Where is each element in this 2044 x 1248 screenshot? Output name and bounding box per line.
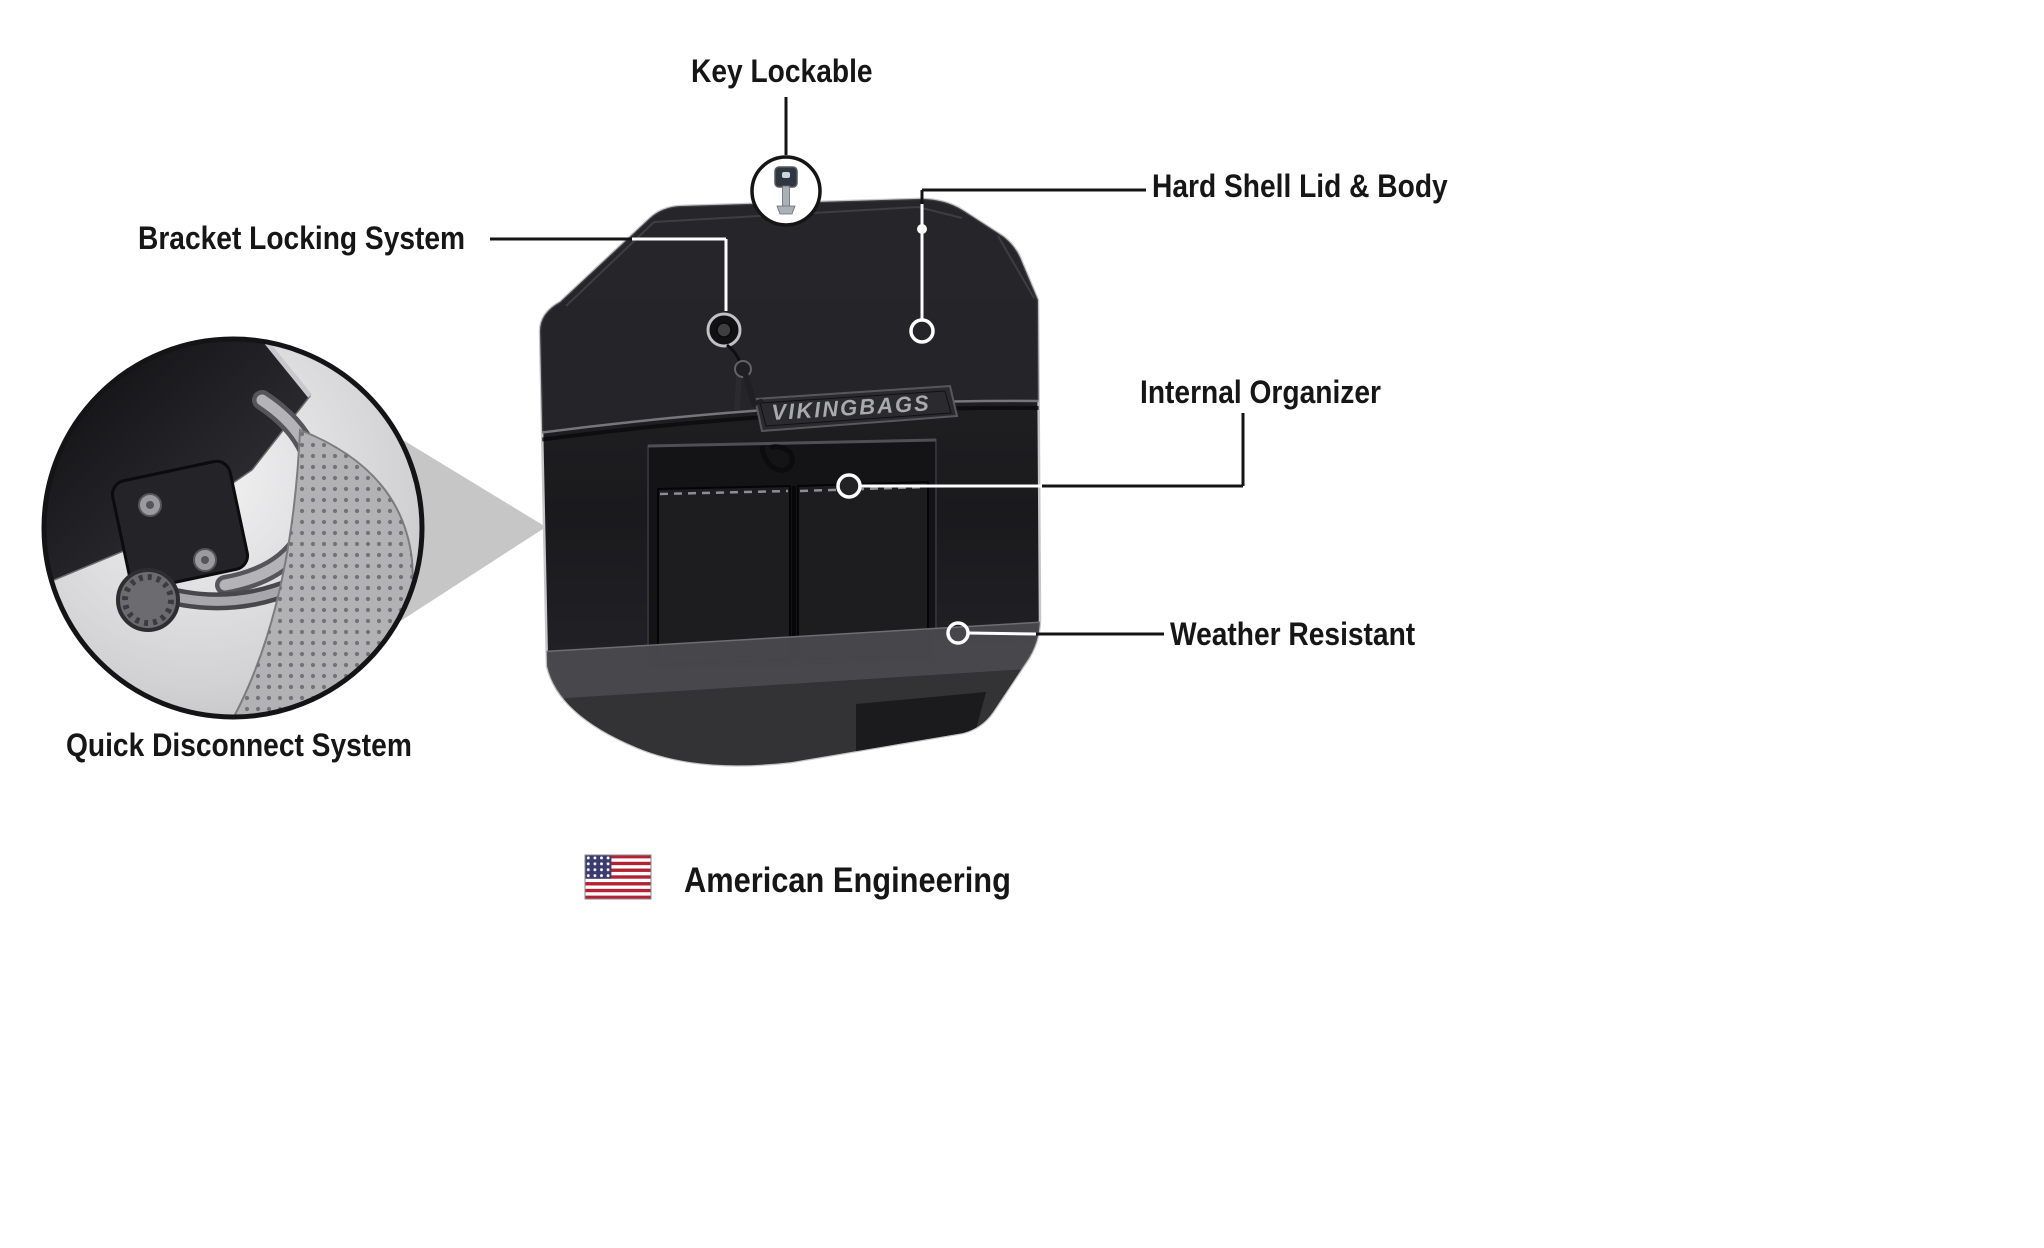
weather-resistant-label: Weather Resistant bbox=[1170, 616, 1416, 652]
drawcord bbox=[759, 444, 795, 473]
internal-organizer-pockets bbox=[647, 438, 937, 672]
hard-shell-dot-marker bbox=[917, 224, 927, 234]
quick-disconnect-label: Quick Disconnect System bbox=[66, 727, 412, 763]
american-engineering-label: American Engineering bbox=[684, 861, 1011, 900]
callout-line-weather-resistant-on-case bbox=[968, 631, 1037, 636]
hard-shell-label: Hard Shell Lid & Body bbox=[1152, 168, 1448, 204]
weather-resistant-marker bbox=[946, 621, 970, 645]
internal-organizer-label: Internal Organizer bbox=[1140, 374, 1381, 410]
us-flag-icon bbox=[584, 854, 652, 900]
callout-markers bbox=[836, 224, 970, 645]
bracket-locking-label: Bracket Locking System bbox=[138, 220, 466, 256]
quick-disconnect-inset bbox=[41, 336, 425, 720]
key-lockable-label: Key Lockable bbox=[691, 53, 873, 89]
brand-plate: VIKINGBAGS bbox=[753, 384, 959, 433]
product-case: VIKINGBAGS bbox=[538, 197, 1042, 767]
callout-lines-light bbox=[632, 204, 1042, 636]
hard-shell-ring-marker bbox=[909, 318, 935, 344]
key-icon bbox=[750, 155, 822, 227]
keyhole-icon bbox=[706, 312, 763, 411]
internal-organizer-marker bbox=[836, 473, 862, 499]
callout-lines-dark bbox=[490, 97, 1245, 636]
